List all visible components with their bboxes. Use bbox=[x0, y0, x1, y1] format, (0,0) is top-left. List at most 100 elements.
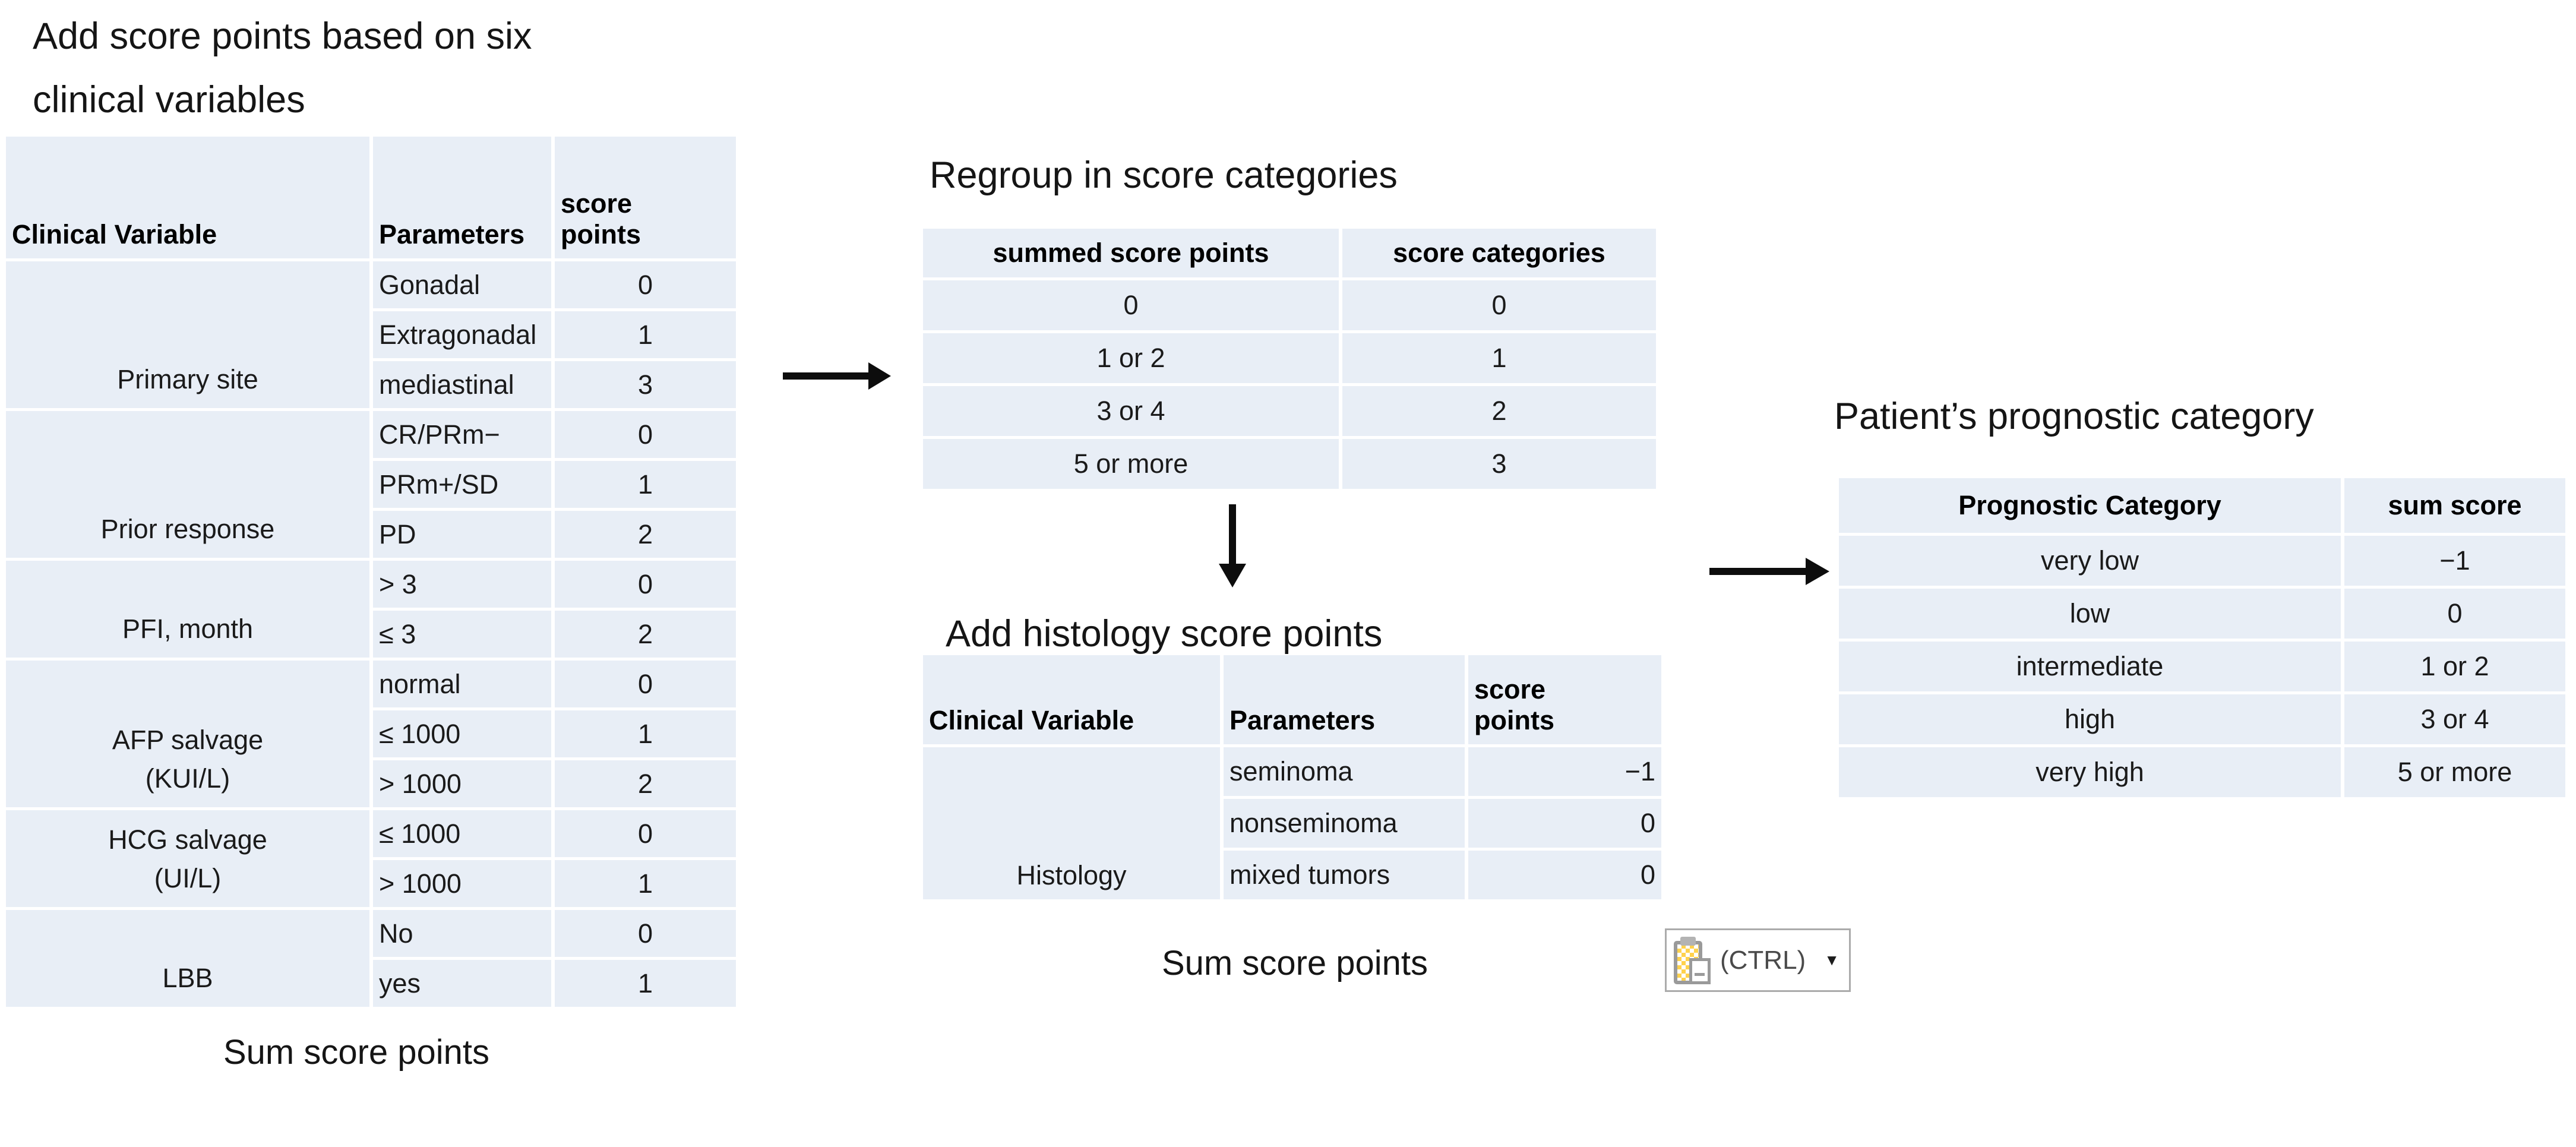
column-header-clinical-variable: Clinical Variable bbox=[6, 137, 369, 258]
score-cell: 1 bbox=[555, 860, 736, 907]
table-row: Extragonadal 1 bbox=[6, 311, 736, 358]
table-header-row: summed score points score categories bbox=[923, 229, 1656, 277]
score-cell: 0 bbox=[1468, 851, 1661, 899]
parameter-cell: > 1000 bbox=[373, 760, 551, 807]
table-row: > 1000 1 bbox=[6, 860, 736, 907]
table-row: ≤ 1000 1 bbox=[6, 710, 736, 757]
parameter-cell: ≤ 1000 bbox=[373, 810, 551, 857]
table-row: 0 0 bbox=[923, 280, 1656, 330]
score-cell: −1 bbox=[1468, 747, 1661, 796]
variable-cell-pfi-month: PFI, month bbox=[6, 561, 369, 658]
prognostic-title: Patient’s prognostic category bbox=[1834, 396, 2314, 437]
parameter-cell: PRm+/SD bbox=[373, 461, 551, 508]
table-row: PD 2 bbox=[6, 511, 736, 558]
score-cell: 0 bbox=[1468, 799, 1661, 848]
parameter-cell: seminoma bbox=[1224, 747, 1465, 796]
score-cell: 0 bbox=[555, 810, 736, 857]
paste-button-label: (CTRL) bbox=[1720, 945, 1806, 975]
column-header-sum-score: sum score bbox=[2344, 478, 2565, 533]
sum-score-cell: −1 bbox=[2344, 536, 2565, 586]
table-row: PFI, month > 3 0 bbox=[6, 561, 736, 658]
clipboard-page-line bbox=[1695, 972, 1705, 976]
table-row: very low −1 bbox=[1839, 536, 2565, 586]
table-row: 5 or more 3 bbox=[923, 439, 1656, 489]
table-row: very high 5 or more bbox=[1839, 747, 2565, 797]
category-cell: 1 bbox=[1342, 333, 1656, 383]
score-cell: 0 bbox=[555, 411, 736, 458]
summed-points-cell: 1 or 2 bbox=[923, 333, 1339, 383]
table-row: high 3 or 4 bbox=[1839, 694, 2565, 744]
category-cell: 3 bbox=[1342, 439, 1656, 489]
table-row: 1 or 2 1 bbox=[923, 333, 1656, 383]
histology-title: Add histology score points bbox=[946, 613, 1383, 655]
arrow-right-icon bbox=[783, 362, 891, 390]
score-cell: 2 bbox=[555, 511, 736, 558]
table-row: Prior response CR/PRm− 0 bbox=[6, 411, 736, 558]
parameter-cell: ≤ 1000 bbox=[373, 710, 551, 757]
table-row: Histology seminoma −1 bbox=[923, 747, 1661, 899]
table-row: Primary site Gonadal 0 bbox=[6, 261, 736, 408]
regroup-title: Regroup in score categories bbox=[930, 154, 1398, 196]
score-cell: 0 bbox=[555, 261, 736, 308]
clipboard-paste-icon bbox=[1674, 936, 1711, 984]
histology-score-table: Clinical Variable Parameters score point… bbox=[919, 652, 1665, 902]
table-row: PRm+/SD 1 bbox=[6, 461, 736, 508]
variable-cell-primary-site: Primary site bbox=[6, 261, 369, 408]
clipboard-page bbox=[1689, 958, 1711, 984]
category-cell: 0 bbox=[1342, 280, 1656, 330]
parameter-cell: normal bbox=[373, 661, 551, 707]
parameter-cell: yes bbox=[373, 960, 551, 1007]
category-cell: 2 bbox=[1342, 386, 1656, 436]
table-header-row: Prognostic Category sum score bbox=[1839, 478, 2565, 533]
score-cell: 0 bbox=[555, 910, 736, 957]
parameter-cell: Extragonadal bbox=[373, 311, 551, 358]
table-row: LBB No 0 bbox=[6, 910, 736, 1007]
table-row: > 1000 2 bbox=[6, 760, 736, 807]
left-sum-score-points-label: Sum score points bbox=[223, 1033, 490, 1072]
score-cell: 2 bbox=[555, 611, 736, 658]
category-cell: very low bbox=[1839, 536, 2341, 586]
sum-score-cell: 5 or more bbox=[2344, 747, 2565, 797]
parameter-cell: mediastinal bbox=[373, 361, 551, 408]
table-row: yes 1 bbox=[6, 960, 736, 1007]
variable-cell-prior-response: Prior response bbox=[6, 411, 369, 558]
score-cell: 1 bbox=[555, 960, 736, 1007]
middle-sum-score-points-label: Sum score points bbox=[1161, 944, 1428, 982]
sum-score-cell: 0 bbox=[2344, 589, 2565, 639]
summed-points-cell: 3 or 4 bbox=[923, 386, 1339, 436]
table-row: intermediate 1 or 2 bbox=[1839, 642, 2565, 691]
table-header-row: Clinical Variable Parameters score point… bbox=[923, 655, 1661, 744]
summed-points-cell: 0 bbox=[923, 280, 1339, 330]
column-header-summed-score-points: summed score points bbox=[923, 229, 1339, 277]
summed-points-cell: 5 or more bbox=[923, 439, 1339, 489]
score-cell: 1 bbox=[555, 311, 736, 358]
category-cell: high bbox=[1839, 694, 2341, 744]
parameter-cell: nonseminoma bbox=[1224, 799, 1465, 848]
arrow-down-icon bbox=[1219, 504, 1246, 587]
score-cell: 1 bbox=[555, 461, 736, 508]
variable-cell-hcg-salvage: HCG salvage (UI/L) bbox=[6, 810, 369, 907]
table-header-row: Clinical Variable Parameters score point… bbox=[6, 137, 736, 258]
parameter-cell: CR/PRm− bbox=[373, 411, 551, 458]
parameter-cell: No bbox=[373, 910, 551, 957]
parameter-cell: mixed tumors bbox=[1224, 851, 1465, 899]
paste-options-button[interactable]: (CTRL) ▼ bbox=[1665, 928, 1851, 992]
table-row: HCG salvage (UI/L) ≤ 1000 0 bbox=[6, 810, 736, 907]
table-row: low 0 bbox=[1839, 589, 2565, 639]
parameter-cell: > 1000 bbox=[373, 860, 551, 907]
category-cell: intermediate bbox=[1839, 642, 2341, 691]
parameter-cell: Gonadal bbox=[373, 261, 551, 308]
left-panel-title: Add score points based on six clinical v… bbox=[33, 15, 532, 121]
column-header-parameters: Parameters bbox=[1224, 655, 1465, 744]
column-header-parameters: Parameters bbox=[373, 137, 551, 258]
score-cell: 2 bbox=[555, 760, 736, 807]
clinical-variables-table: Clinical Variable Parameters score point… bbox=[2, 134, 739, 1010]
score-cell: 1 bbox=[555, 710, 736, 757]
sum-score-cell: 3 or 4 bbox=[2344, 694, 2565, 744]
category-cell: very high bbox=[1839, 747, 2341, 797]
parameter-cell: ≤ 3 bbox=[373, 611, 551, 658]
variable-cell-lbb: LBB bbox=[6, 910, 369, 1007]
variable-cell-afp-salvage: AFP salvage (KUI/L) bbox=[6, 661, 369, 807]
table-row: 3 or 4 2 bbox=[923, 386, 1656, 436]
variable-cell-histology: Histology bbox=[923, 747, 1220, 899]
